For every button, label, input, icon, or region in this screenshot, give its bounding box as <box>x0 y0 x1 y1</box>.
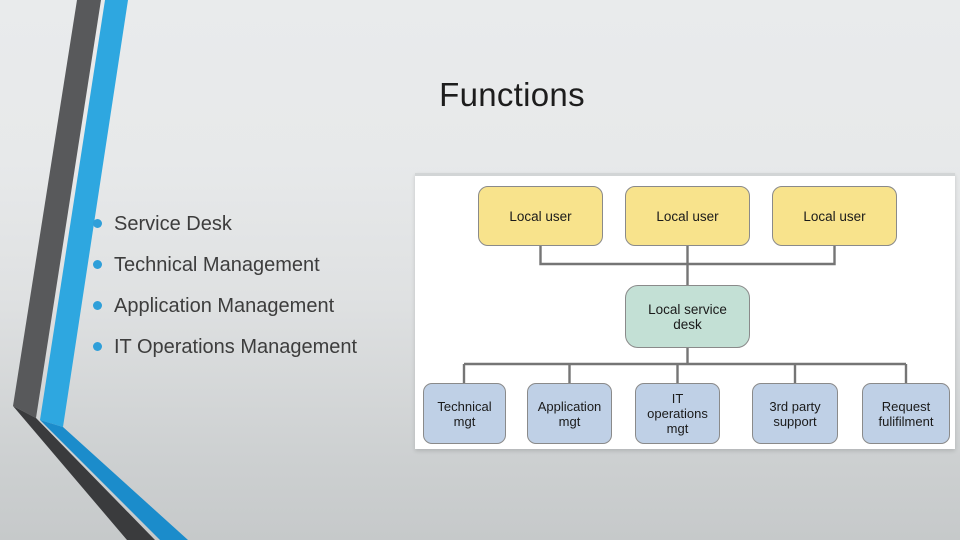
bullet-label: Technical Management <box>114 254 320 276</box>
local-user-label: Local user <box>656 208 719 224</box>
bottom-connector-lines <box>462 348 908 383</box>
list-item: Application Management <box>93 294 357 320</box>
technical-mgt-box: Technical mgt <box>423 383 506 444</box>
local-user-box-1: Local user <box>478 186 603 246</box>
stripe-gray-lower <box>13 406 155 540</box>
local-user-label: Local user <box>803 208 866 224</box>
bullet-icon <box>93 342 102 351</box>
top-connector-lines <box>539 246 836 285</box>
request-fulfilment-box: Request fulifilment <box>862 383 950 444</box>
technical-mgt-label: Technical mgt <box>437 398 492 429</box>
third-party-support-box: 3rd party support <box>752 383 838 444</box>
stripe-blue-lower <box>40 420 188 540</box>
list-item: IT Operations Management <box>93 335 357 361</box>
request-fulfilment-label: Request fulifilment <box>878 398 934 429</box>
application-mgt-box: Application mgt <box>527 383 612 444</box>
list-item: Technical Management <box>93 253 357 279</box>
bullet-label: Application Management <box>114 295 335 317</box>
it-operations-mgt-box: IT operations mgt <box>635 383 720 444</box>
bullet-list: Service Desk Technical Management Applic… <box>93 212 357 376</box>
it-operations-mgt-label: IT operations mgt <box>647 391 708 436</box>
bullet-icon <box>93 219 102 228</box>
bullet-label: Service Desk <box>114 213 232 235</box>
connector-lines <box>462 246 908 383</box>
third-party-support-label: 3rd party support <box>769 398 821 429</box>
application-mgt-label: Application mgt <box>537 398 602 429</box>
slide-title: Functions <box>439 76 585 113</box>
list-item: Service Desk <box>93 212 357 238</box>
bullet-icon <box>93 260 102 269</box>
local-service-desk-label: Local service desk <box>648 301 727 332</box>
bullet-icon <box>93 301 102 310</box>
bullet-label: IT Operations Management <box>114 336 358 358</box>
local-user-label: Local user <box>509 208 572 224</box>
local-user-box-2: Local user <box>625 186 750 246</box>
service-desk-org-diagram: Local user Local user Local user Local s… <box>415 173 955 449</box>
local-user-box-3: Local user <box>772 186 897 246</box>
stripe-gray-upper <box>13 0 101 418</box>
local-service-desk-box: Local service desk <box>625 285 750 348</box>
